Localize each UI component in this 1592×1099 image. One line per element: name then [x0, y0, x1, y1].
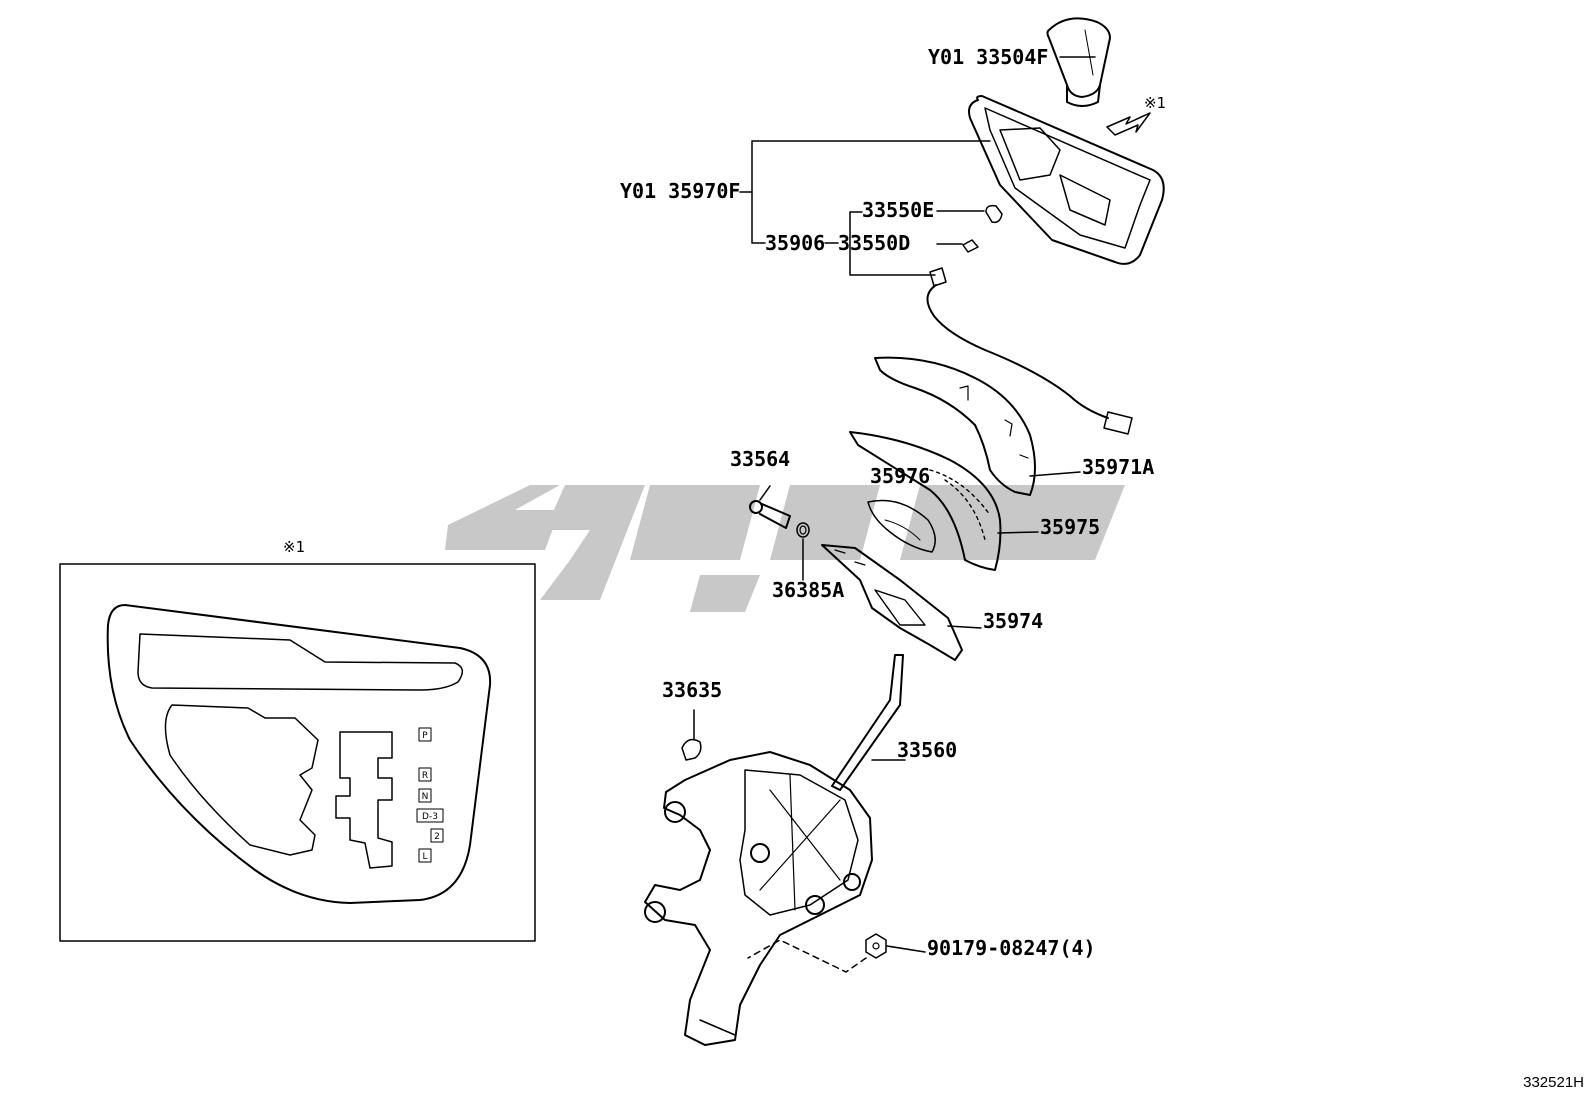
label-clip: 33635 — [662, 678, 722, 702]
label-knob: Y01 33504F — [928, 45, 1048, 69]
position-l: L — [422, 852, 427, 862]
label-sub-assy: 35906 — [765, 231, 825, 255]
nut-drawing — [865, 933, 887, 959]
label-pin: 33564 — [730, 447, 790, 471]
bulb-d-drawing — [962, 239, 979, 253]
label-plate-assy: Y01 35970F — [620, 179, 740, 203]
position-boxes — [416, 727, 444, 863]
part-labels: Y01 33504F Y01 35970F 35906 33550E 33550… — [283, 45, 1166, 960]
upper-cover-drawing — [874, 356, 1036, 496]
position-p: P — [422, 731, 428, 741]
position-r: R — [422, 771, 428, 781]
indicator-drawing — [867, 499, 936, 553]
illustration-code: 332521H — [1523, 1074, 1584, 1091]
clip-drawing — [681, 738, 702, 761]
nut-install-line — [747, 939, 867, 973]
reference-arrow — [1106, 112, 1151, 136]
inset-frame — [59, 563, 536, 942]
shift-lever-drawing — [644, 654, 904, 1046]
shift-knob-drawing — [1046, 17, 1111, 107]
position-labels: P R N D-3 2 L — [422, 731, 440, 862]
label-bulb-d: 33550D — [838, 231, 910, 255]
wire-harness-drawing — [926, 267, 1133, 435]
position-n: N — [422, 792, 429, 802]
label-nut: 90179-08247(4) — [927, 936, 1096, 960]
leader-lines — [693, 56, 1096, 953]
watermark-logo — [445, 485, 1125, 612]
label-bulb-e: 33550E — [862, 198, 934, 222]
label-slide-plate: 35975 — [1040, 515, 1100, 539]
pin-drawing — [749, 500, 791, 529]
shift-plate-drawing — [968, 95, 1165, 265]
position-d3: D-3 — [422, 812, 438, 822]
label-indicator: 35976 — [870, 464, 930, 488]
inset-title: ※1 — [283, 538, 305, 556]
bulb-e-drawing — [985, 204, 1003, 224]
label-lever-assy: 33560 — [897, 738, 957, 762]
label-upper-cover: 35971A — [1082, 455, 1154, 479]
spring-drawing — [796, 522, 810, 538]
position-2: 2 — [434, 832, 440, 842]
slide-plate-drawing — [849, 431, 1002, 571]
label-slider: 35974 — [983, 609, 1043, 633]
label-spring: 36385A — [772, 578, 844, 602]
inset-bezel-drawing — [106, 604, 492, 904]
reference-mark: ※1 — [1144, 94, 1166, 112]
slider-drawing — [821, 544, 963, 661]
